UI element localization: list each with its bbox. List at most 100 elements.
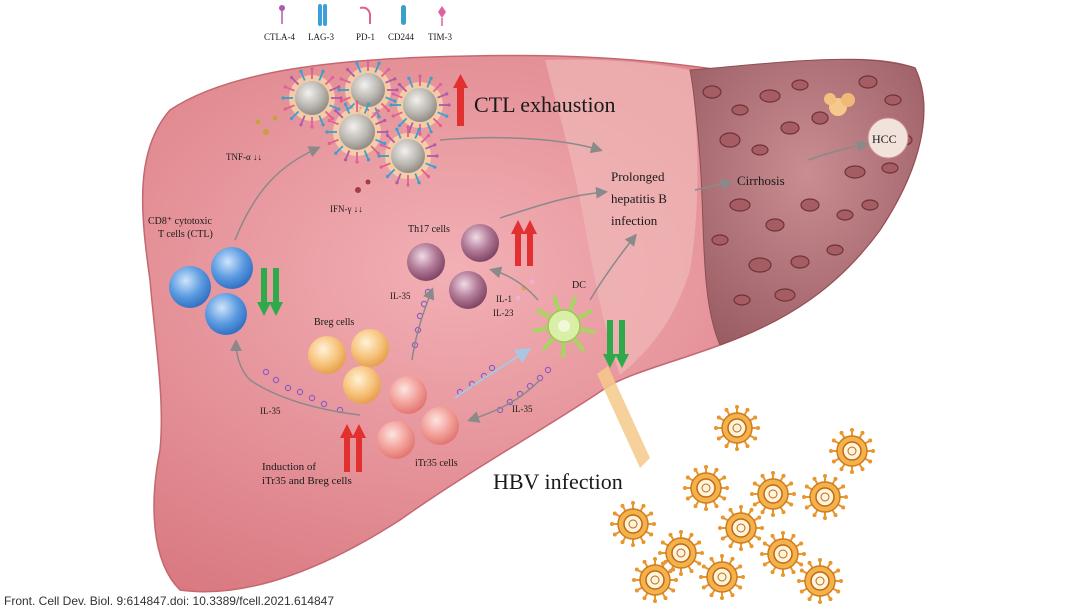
receptor-legend: CTLA-4 LAG-3 PD-1 CD244 TIM-3 — [264, 4, 452, 42]
itr35-cell — [389, 376, 427, 414]
arrow-dc-to-th17 — [489, 266, 539, 301]
il35-label-th17: IL-35 — [390, 291, 411, 301]
cirrhosis-nodule — [791, 79, 809, 91]
cirrhosis-nodule — [759, 89, 781, 103]
legend-label-lag3: LAG-3 — [308, 32, 334, 42]
ctl-exhaustion-up-arrow — [453, 74, 468, 126]
legend-label-tim3: TIM-3 — [428, 32, 452, 42]
hbv-virion — [658, 530, 704, 576]
breg-cell — [351, 329, 389, 367]
cirrhosis-nodule — [748, 257, 772, 273]
il23-label: IL-23 — [493, 308, 514, 318]
th17-cells — [407, 224, 499, 309]
il35-molecule — [488, 364, 496, 372]
ctl-cells — [169, 247, 253, 335]
dc-down-arrows — [603, 320, 629, 368]
il1-il23-dots — [515, 279, 535, 301]
th17-cell — [407, 243, 445, 281]
arrow-il35-to-th17 — [411, 287, 435, 361]
legend-label-cd244: CD244 — [388, 32, 415, 42]
hbv-virion — [610, 501, 656, 547]
exhausted-ctl-cell — [281, 67, 343, 129]
arrow-dc-to-prolonged — [589, 233, 637, 301]
itr35-cells — [377, 376, 459, 459]
legend-label-ctla4: CTLA-4 — [264, 32, 295, 42]
cirrhosis-nodule — [881, 162, 899, 174]
cirrhosis-nodule — [826, 244, 844, 256]
hcc-label: HCC — [872, 132, 897, 146]
ifn-label: IFN-γ ↓↓ — [330, 204, 363, 214]
arrow-dc-to-itr35 — [467, 379, 541, 423]
itr35-cell — [421, 407, 459, 445]
cirrhosis-nodule — [765, 218, 785, 232]
tim3-icon — [438, 6, 446, 26]
ctl-cell — [205, 293, 247, 335]
cirrhosis-nodule — [780, 121, 800, 135]
hbv-virus-particles — [610, 405, 875, 604]
hbv-virion — [829, 428, 875, 474]
arrow-th17-to-prolonged — [499, 186, 608, 219]
th17-cell — [449, 271, 487, 309]
hbv-virion — [797, 558, 843, 604]
dendritic-cell — [532, 295, 596, 358]
cirrhosis-nodule — [711, 234, 729, 246]
induction-label-line2: iTr35 and Breg cells — [262, 475, 352, 487]
cd8-label-line1: CD8⁺ cytotoxic — [148, 216, 212, 227]
hbv-virion — [683, 465, 729, 511]
exhausted-ctl-cell — [377, 125, 439, 187]
exhausted-ctl-cell — [389, 74, 451, 136]
cirrhosis-nodule — [858, 75, 878, 89]
hbv-virion — [760, 531, 806, 577]
arrow-prolonged-to-cirrhosis — [694, 178, 733, 191]
arrow-exhausted-to-prolonged — [439, 136, 603, 154]
liver-transition-band — [545, 59, 698, 376]
cirrhosis-nodule — [719, 132, 741, 148]
arrow-il35-to-ctl — [230, 339, 361, 416]
il35-molecule — [272, 376, 280, 384]
arrow-itr35-to-dc — [454, 347, 532, 399]
il35-molecule — [284, 384, 292, 392]
prolonged-label-line3: infection — [611, 213, 658, 228]
arrow-ctl-to-exhausted — [234, 146, 321, 241]
induction-up-arrows — [340, 424, 366, 472]
exhausted-ctl-cell — [325, 100, 389, 164]
cirrhosis-nodule — [836, 209, 854, 221]
prolonged-label-line2: hepatitis B — [611, 191, 667, 206]
hcc-badge — [867, 117, 909, 159]
figure-citation: Front. Cell Dev. Biol. 9:614847.doi: 10.… — [4, 594, 334, 608]
hbv-virion — [718, 505, 764, 551]
hbv-infection-beam — [597, 366, 650, 468]
cirrhosis-nodule — [733, 294, 751, 306]
hcc-tumor — [824, 93, 855, 116]
cirrhosis-nodule — [884, 94, 902, 106]
hbv-virion — [750, 471, 796, 517]
cirrhosis-nodule — [774, 288, 796, 302]
breg-label: Breg cells — [314, 317, 354, 328]
il35-molecule — [262, 368, 270, 376]
prolonged-label-line1: Prolonged — [611, 169, 665, 184]
hbv-infection-label: HBV infection — [493, 469, 623, 494]
il35-label-left: IL-35 — [260, 406, 281, 416]
cirrhosis-nodule — [811, 111, 829, 125]
tnf-label: TNF-α ↓↓ — [226, 152, 262, 162]
cd244-icon — [401, 5, 406, 25]
breg-cell — [308, 336, 346, 374]
lag3-icon — [318, 4, 327, 26]
cirrhosis-nodule — [861, 199, 879, 211]
cirrhosis-nodule — [731, 104, 749, 116]
th17-label: Th17 cells — [408, 224, 450, 235]
hbv-virion — [802, 474, 848, 520]
induction-label-line1: Induction of — [262, 461, 316, 473]
il35-molecule — [296, 388, 304, 396]
ifn-dots — [355, 179, 371, 193]
breg-cells — [308, 329, 389, 404]
cd8-label-line2: T cells (CTL) — [158, 229, 213, 240]
il35-molecule — [308, 394, 316, 402]
th17-cell — [461, 224, 499, 262]
ctl-cell — [211, 247, 253, 289]
ctla4-icon — [279, 5, 285, 24]
cirrhosis-nodules — [702, 75, 913, 306]
il35-label-right: IL-35 — [512, 404, 533, 414]
itr35-label: iTr35 cells — [415, 458, 458, 469]
